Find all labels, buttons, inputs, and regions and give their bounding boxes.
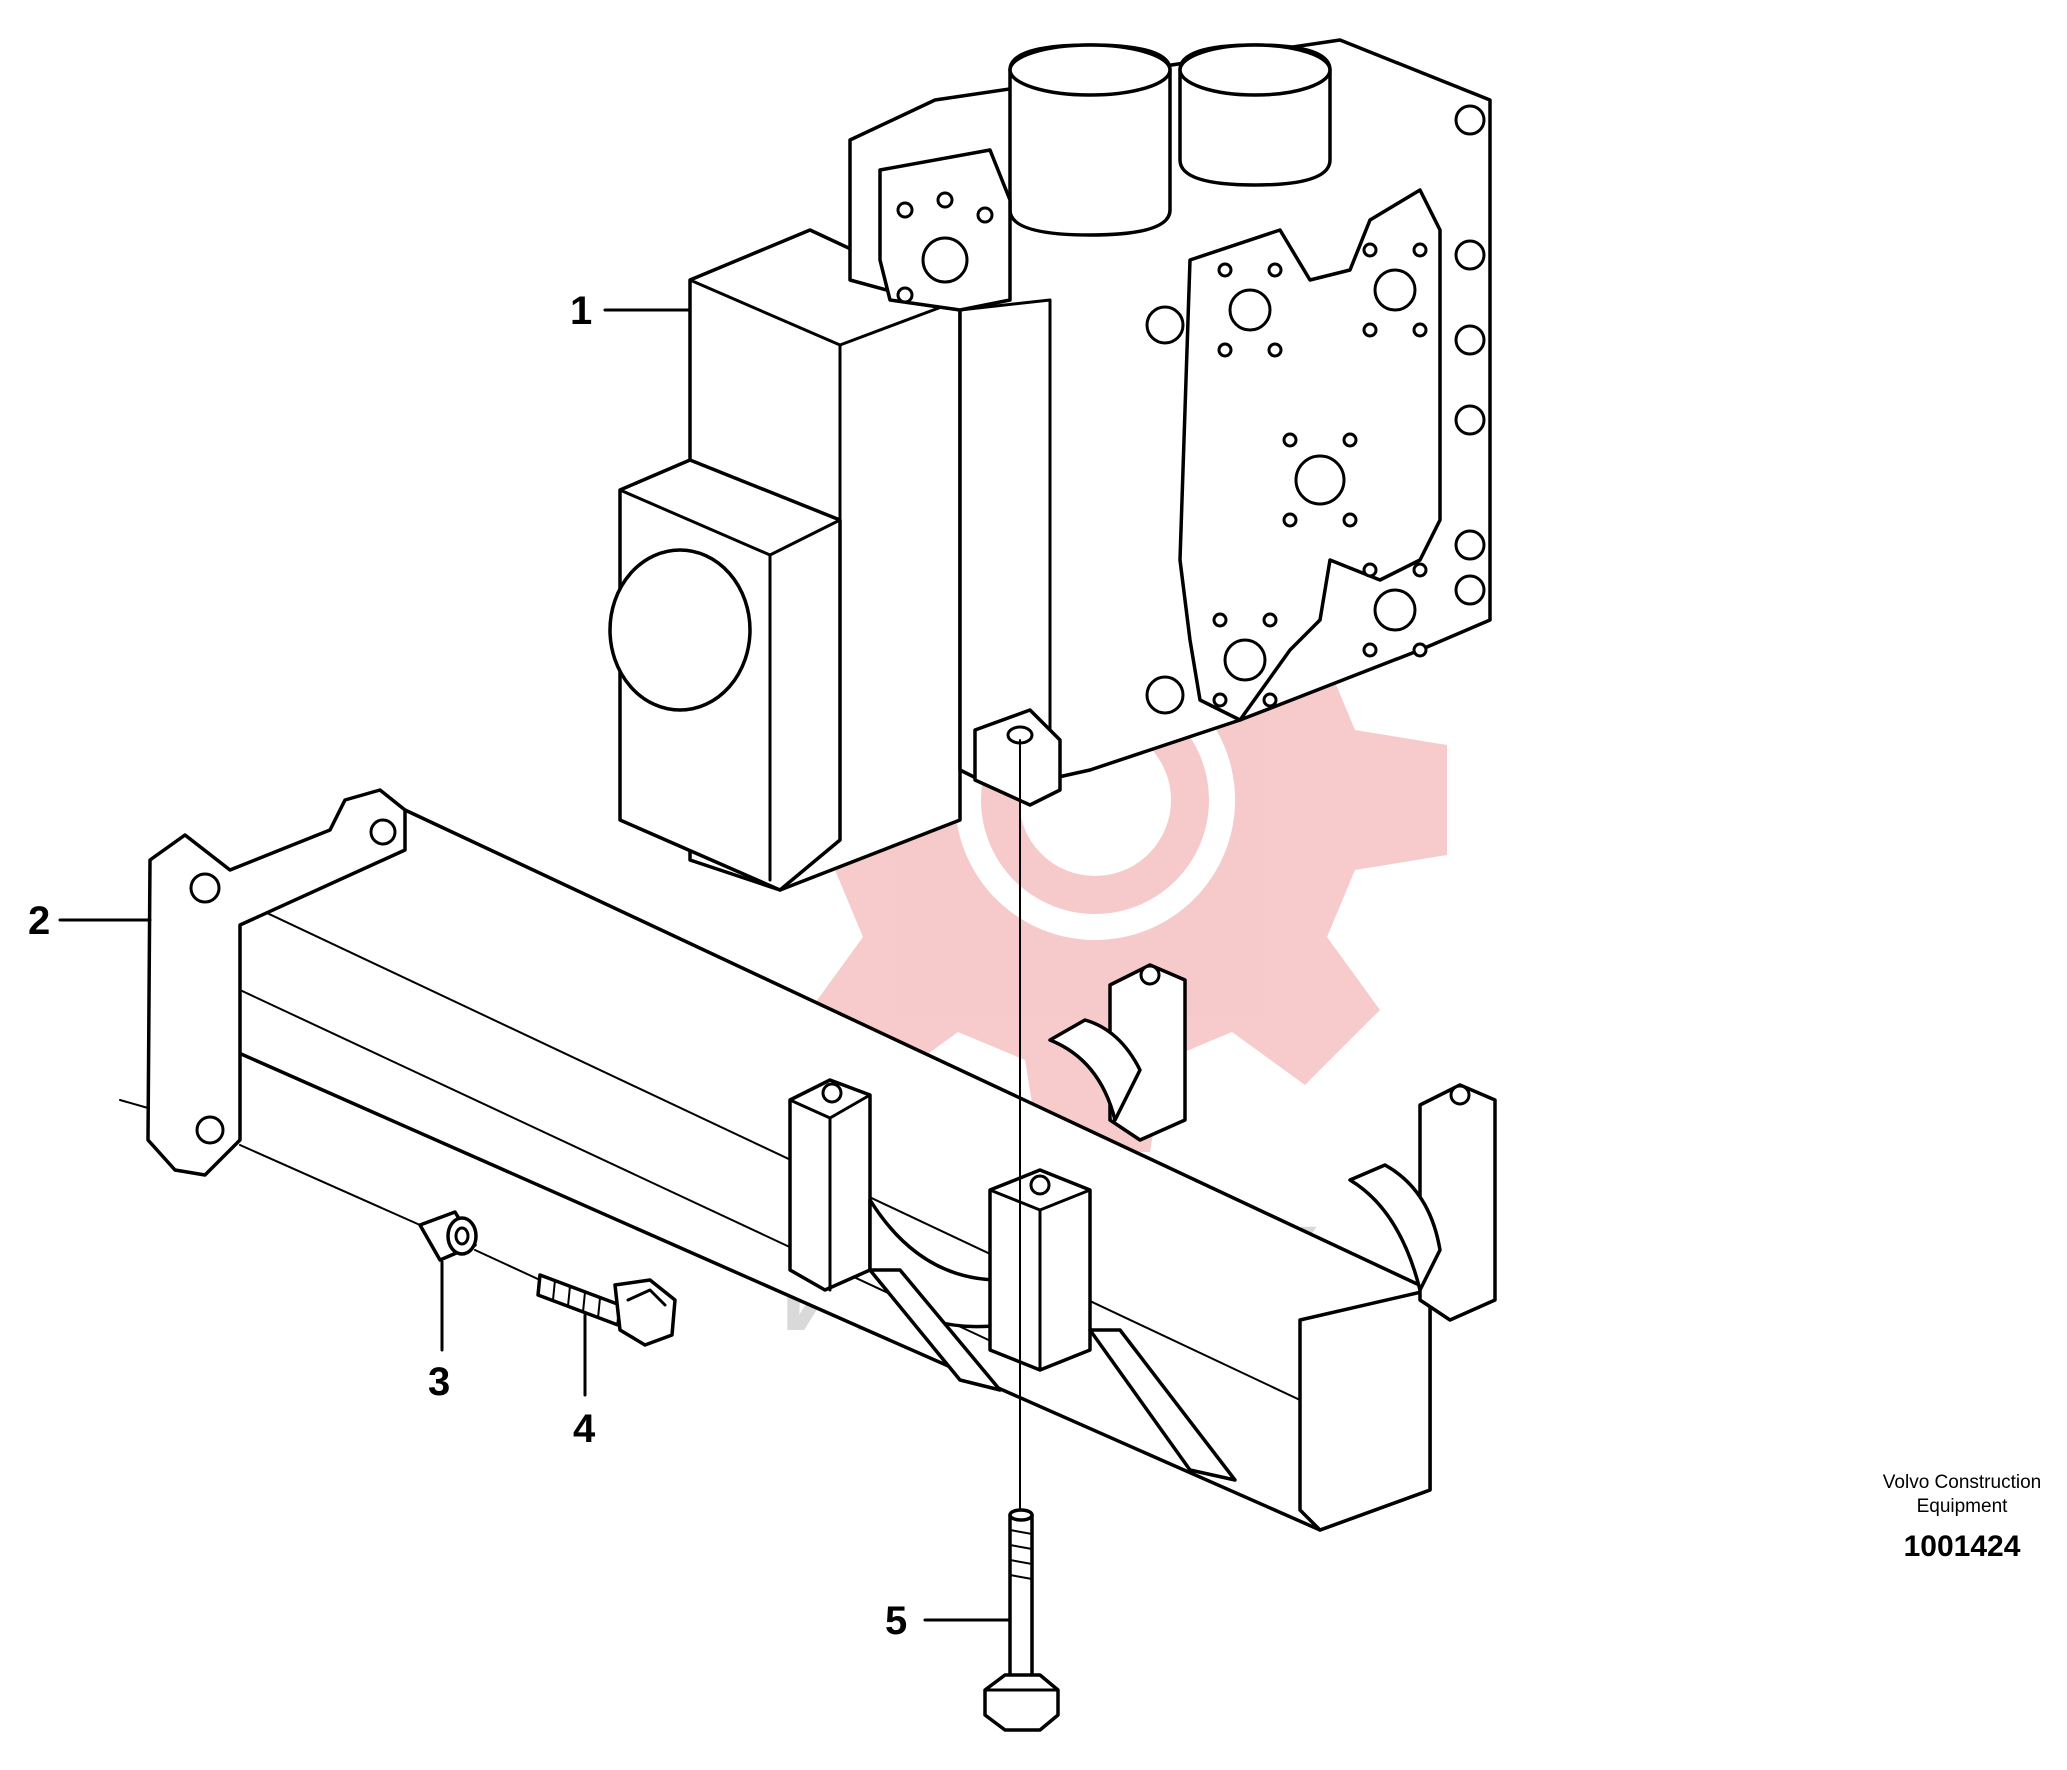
callout-3: 3 <box>428 1360 450 1404</box>
manufacturer-reference: Volvo Construction Equipment 1001424 <box>1883 1472 2041 1563</box>
callout-4: 4 <box>573 1407 596 1451</box>
callouts: 1 2 3 4 5 <box>28 289 907 1643</box>
callout-2: 2 <box>28 899 50 943</box>
callout-5: 5 <box>885 1599 907 1643</box>
leader-lines <box>58 308 1012 1622</box>
bolt-part-5 <box>983 1508 1060 1732</box>
bracket-part-2 <box>119 788 1497 1532</box>
manufacturer-line1: Volvo Construction <box>1883 1472 2041 1493</box>
reference-number: 1001424 <box>1904 1530 2021 1563</box>
callout-1: 1 <box>570 289 592 333</box>
solenoid-cap <box>608 548 752 712</box>
spacer-part-3 <box>239 1144 478 1262</box>
valve-block-part-1 <box>608 38 1492 1571</box>
bolt-part-4 <box>474 1249 677 1347</box>
manufacturer-line2: Equipment <box>1917 1496 2009 1517</box>
